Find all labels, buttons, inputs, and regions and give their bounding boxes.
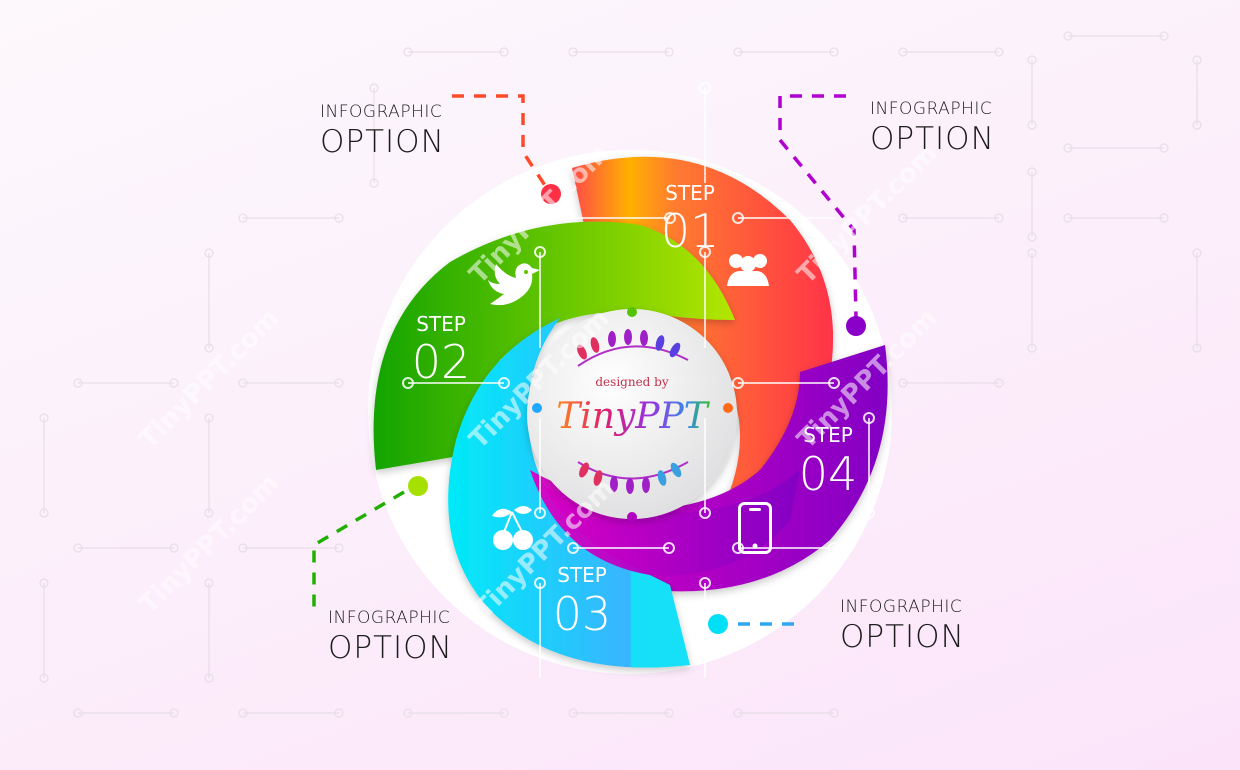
option-top-left-small: INFOGRAPHIC (320, 102, 443, 122)
people-group-icon (727, 254, 769, 286)
svg-text:TinyPPT.com: TinyPPT.com (134, 468, 285, 619)
designed-by-text: designed by (595, 375, 668, 389)
step-04-label: STEP (803, 423, 853, 447)
step-03-number: 03 (553, 587, 612, 641)
option-label-bottom-left: INFOGRAPHIC OPTION (328, 610, 453, 664)
option-top-right-small: INFOGRAPHIC (870, 99, 993, 119)
cherry-icon (492, 506, 533, 550)
svg-text:TinyPPT.com: TinyPPT.com (134, 303, 285, 454)
bird-icon (488, 263, 540, 306)
step-02-label: STEP (416, 312, 466, 336)
step-01-number: 01 (661, 204, 720, 258)
wreath-top-icon (577, 329, 689, 367)
option-bottom-left-big: OPTION (328, 630, 453, 666)
center-disk (527, 309, 737, 519)
wreath-bottom-icon (577, 461, 689, 494)
svg-text:TinyPPT.com: TinyPPT.com (792, 138, 943, 289)
connector-dot-red (541, 184, 561, 204)
smartphone-icon (738, 502, 772, 554)
brand-logo-text: TinyPPT (556, 396, 710, 437)
option-top-left-big: OPTION (320, 124, 445, 160)
option-label-top-left: INFOGRAPHIC OPTION (320, 104, 445, 158)
connector-dot-cyan (708, 614, 728, 634)
step-04-number: 04 (799, 447, 858, 501)
connector-step-04 (778, 94, 858, 319)
step-01-label: STEP (665, 181, 715, 205)
option-bottom-left-small: INFOGRAPHIC (328, 608, 451, 628)
option-label-top-right: INFOGRAPHIC OPTION (870, 101, 995, 155)
step-02-number: 02 (412, 335, 471, 389)
option-bottom-right-big: OPTION (840, 619, 965, 655)
option-bottom-right-small: INFOGRAPHIC (840, 597, 963, 617)
connector-dot-green (408, 476, 428, 496)
step-03-segment (448, 318, 690, 668)
connector-step-01 (452, 94, 550, 191)
option-top-right-big: OPTION (870, 121, 995, 157)
connector-dot-purple (846, 316, 866, 336)
option-label-bottom-right: INFOGRAPHIC OPTION (840, 599, 965, 653)
step-02-segment (373, 221, 735, 470)
step-03-label: STEP (557, 563, 607, 587)
